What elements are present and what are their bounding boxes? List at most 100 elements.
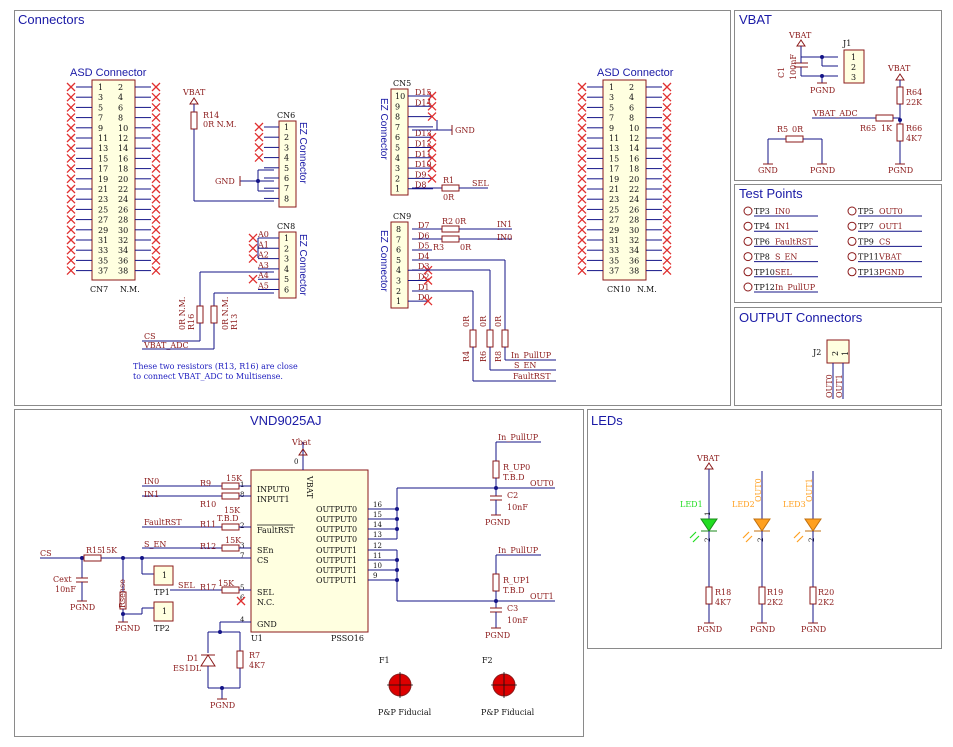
- cn7-nc-right-3: [151, 113, 161, 123]
- cn6-pin-4: 4: [284, 154, 289, 163]
- tp7-marker: [847, 221, 857, 231]
- cn7-pin-15: 15: [98, 154, 108, 163]
- cn5-pin-3: 3: [395, 164, 400, 173]
- r1-resistor: [441, 184, 460, 192]
- cn7-nc-left-14: [66, 225, 76, 235]
- cn8-net-a3: A3: [257, 261, 269, 270]
- cn9-nc-d0: [423, 296, 433, 306]
- r11-designator: R11: [200, 520, 216, 529]
- tp8-net: S_EN: [775, 253, 797, 262]
- out1-label: OUT1: [530, 592, 554, 601]
- in1-label: IN1: [144, 490, 159, 499]
- u1-pin-output0-2: OUTPUT0: [316, 525, 357, 534]
- tp4-marker: [743, 221, 753, 231]
- cn10-nc-left-4: [577, 123, 587, 133]
- r7-designator: R7: [249, 651, 260, 660]
- cn6-body: [278, 120, 297, 208]
- tp5-marker: [847, 206, 857, 216]
- s-en-label: S_EN: [144, 540, 166, 549]
- resistor-note-line2: to connect VBAT_ADC to Multisense.: [133, 372, 283, 381]
- r4-designator: R4: [462, 351, 471, 362]
- u1-pin-sel: SEL: [257, 588, 274, 597]
- r13-designator: R13: [230, 314, 239, 330]
- cn7-nc-left-13: [66, 215, 76, 225]
- u1-vbat-pin-name: VBAT: [305, 475, 314, 499]
- cn10-asd-connector: ASD Connector 13579111315171921232527293…: [577, 67, 674, 294]
- pgnd-d1: PGND: [210, 701, 235, 710]
- cn6-pin-6: 6: [284, 174, 289, 183]
- cn5-pin-10: 10: [395, 92, 405, 101]
- r15-resistor: [83, 554, 102, 562]
- tp11-marker: [847, 252, 857, 262]
- r16-value: 0R N.M.: [178, 297, 187, 330]
- cn10-pin-12: 12: [629, 134, 639, 143]
- f1-label: P&P Fiducial: [378, 708, 432, 717]
- u1-pin-output1-7: OUTPUT1: [316, 576, 357, 585]
- cn9-pin-4: 4: [396, 266, 401, 275]
- r2-value: 0R: [455, 217, 467, 226]
- cn5-net-d11: D11: [415, 150, 432, 159]
- tp13-designator: TP13: [858, 268, 879, 277]
- cn10-nc-right-17: [662, 255, 672, 265]
- cs-label: CS: [40, 549, 52, 558]
- cn7-pin-33: 33: [98, 246, 108, 255]
- j2-out1-label: OUT1: [835, 374, 844, 398]
- r6-value: 0R: [479, 315, 488, 327]
- r8-resistor: [501, 329, 509, 348]
- cn7-pin-10: 10: [118, 124, 128, 133]
- cn10-nc-left-9: [577, 174, 587, 184]
- pgnd-c3: PGND: [485, 631, 510, 640]
- cn10-pin-32: 32: [629, 236, 639, 245]
- tp4-net: IN1: [775, 222, 790, 231]
- cn5-nc-pin-8: [427, 112, 437, 122]
- cn9-nc-d2: [423, 276, 433, 285]
- cn7-nc-right-5: [151, 133, 161, 143]
- cn10-pin-38: 38: [629, 267, 639, 276]
- cn7-nc-left-2: [66, 102, 76, 112]
- cn8-body: [278, 231, 297, 299]
- cn7-nc-left-7: [66, 153, 76, 163]
- cn10-pin-27: 27: [609, 216, 619, 225]
- u1-pin-number-13: 13: [373, 531, 382, 539]
- cn10-nc-left-13: [577, 215, 587, 225]
- cn7-pin-23: 23: [98, 195, 108, 204]
- cn9-pin-2: 2: [396, 287, 401, 296]
- cn10-nc-left-1: [577, 92, 587, 102]
- c1-value: 100nF: [789, 54, 798, 80]
- cn6-title: EZ Connector: [297, 122, 308, 184]
- u1-pin-number-9: 9: [373, 572, 377, 580]
- cn10-pin-21: 21: [609, 185, 619, 194]
- cn6-pin-2: 2: [284, 133, 289, 142]
- cn9-net-d6: D6: [418, 231, 430, 240]
- tp11-designator: TP11: [858, 253, 879, 262]
- vbat-adc-net-label: VBAT_ADC: [143, 341, 189, 350]
- cn7-pin-6: 6: [118, 103, 123, 112]
- cn6-gnd-label: GND: [215, 177, 235, 186]
- tp9-net: CS: [879, 237, 891, 246]
- cn7-pin-8: 8: [118, 114, 123, 123]
- r66-designator: R66: [906, 124, 922, 133]
- u1-pin-output0-3: OUTPUT0: [316, 535, 357, 544]
- r-up0-resistor: [492, 460, 500, 479]
- led1-pin-a: 1: [704, 512, 712, 516]
- cn10-body: [602, 79, 647, 281]
- cn7-pin-3: 3: [98, 93, 103, 102]
- r14-resistor: [190, 111, 198, 130]
- cn7-pin-22: 22: [118, 185, 128, 194]
- tp12-net: In_PullUP: [775, 283, 816, 292]
- cn7-nc-right-0: [151, 82, 161, 92]
- r20-resistor: [809, 586, 817, 605]
- tp6-marker: [743, 236, 753, 246]
- r14-value: 0R N.M.: [203, 120, 236, 129]
- cn7-pin-21: 21: [98, 185, 108, 194]
- cn7-pin-14: 14: [118, 144, 128, 153]
- cn10-nc-right-6: [662, 143, 672, 153]
- cn10-nc-right-12: [662, 204, 672, 214]
- cn10-pin-10: 10: [629, 124, 639, 133]
- cn5-net-d14: D14: [415, 98, 432, 107]
